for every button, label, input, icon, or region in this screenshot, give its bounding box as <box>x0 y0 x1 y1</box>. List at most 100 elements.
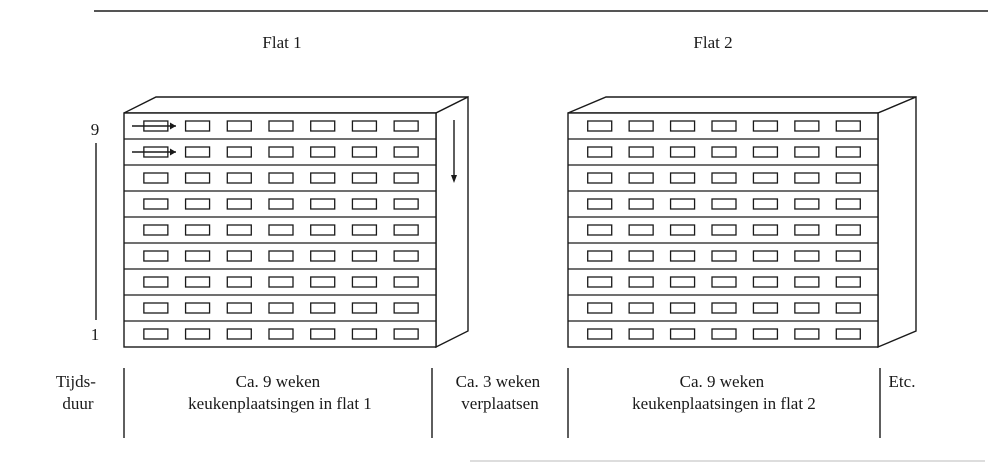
apartment-window <box>669 328 696 340</box>
apartment-window <box>711 120 737 132</box>
apartment-window <box>268 328 294 340</box>
apartment-window <box>628 224 654 236</box>
apartment-window <box>268 276 294 288</box>
apartment-window <box>143 172 169 184</box>
apartment-window <box>835 198 861 210</box>
apartment-window <box>310 250 336 262</box>
axis-bottom-label: 1 <box>91 325 100 344</box>
apartment-window <box>628 302 654 314</box>
apartment-window <box>310 328 336 340</box>
floor-6 <box>124 190 436 210</box>
apartment-window <box>310 302 336 314</box>
apartment-window <box>752 120 779 132</box>
apartment-window <box>587 172 613 184</box>
floor-2 <box>124 294 436 314</box>
apartment-window <box>184 120 211 132</box>
axis-top-label: 9 <box>91 120 100 139</box>
floor-9 <box>587 120 861 132</box>
apartment-window <box>752 198 779 210</box>
apartment-window <box>835 120 861 132</box>
apartment-window <box>351 224 378 236</box>
apartment-window <box>794 146 820 158</box>
apartment-window <box>184 198 211 210</box>
floor-1 <box>568 320 878 340</box>
apartment-window <box>669 172 696 184</box>
timeline-flat-2-kitchens: Ca. 9 weken keukenplaatsingen in flat 2 <box>632 372 816 413</box>
timeline-duration-label: Tijds- duur <box>56 372 100 413</box>
apartment-window <box>351 146 378 158</box>
apartment-window <box>351 250 378 262</box>
building-roof <box>567 96 917 114</box>
apartment-window <box>268 198 294 210</box>
apartment-window <box>393 276 419 288</box>
timeline-flat-1-kitchens: Ca. 9 weken keukenplaatsingen in flat 1 <box>188 372 372 413</box>
apartment-window <box>268 120 294 132</box>
apartment-window <box>587 198 613 210</box>
floor-7 <box>568 164 878 184</box>
apartment-window <box>226 198 252 210</box>
floor-5 <box>124 216 436 236</box>
apartment-window <box>669 302 696 314</box>
apartment-window <box>184 146 211 158</box>
apartment-window <box>226 120 252 132</box>
apartment-window <box>669 120 696 132</box>
apartment-window <box>711 328 737 340</box>
apartment-window <box>587 276 613 288</box>
apartment-window <box>587 328 613 340</box>
apartment-window <box>835 224 861 236</box>
apartment-window <box>393 302 419 314</box>
apartment-window <box>184 172 211 184</box>
apartment-window <box>143 224 169 236</box>
apartment-window <box>794 120 820 132</box>
apartment-window <box>393 328 419 340</box>
apartment-window <box>310 146 336 158</box>
apartment-window <box>393 198 419 210</box>
apartment-window <box>226 250 252 262</box>
apartment-window <box>669 146 696 158</box>
flat-1-building <box>123 95 469 349</box>
apartment-window <box>711 224 737 236</box>
flat-2-title: Flat 2 <box>693 33 732 52</box>
apartment-window <box>268 250 294 262</box>
floor-4 <box>568 242 878 262</box>
floor-6 <box>568 190 878 210</box>
apartment-window <box>268 172 294 184</box>
apartment-window <box>310 120 336 132</box>
apartment-window <box>835 250 861 262</box>
apartment-window <box>752 276 779 288</box>
floor-3 <box>124 268 436 288</box>
apartment-window <box>669 250 696 262</box>
apartment-window <box>628 198 654 210</box>
timeline-moving: Ca. 3 weken verplaatsen <box>456 372 545 413</box>
apartment-window <box>226 328 252 340</box>
timeline-etc: Etc. <box>889 372 916 391</box>
apartment-window <box>184 224 211 236</box>
apartment-window <box>835 328 861 340</box>
apartment-window <box>226 172 252 184</box>
apartment-window <box>393 120 419 132</box>
apartment-window <box>628 172 654 184</box>
apartment-window <box>794 276 820 288</box>
apartment-window <box>393 172 419 184</box>
apartment-window <box>669 276 696 288</box>
apartment-window <box>143 328 169 340</box>
apartment-window <box>752 302 779 314</box>
apartment-window <box>226 224 252 236</box>
apartment-window <box>794 224 820 236</box>
apartment-window <box>669 224 696 236</box>
apartment-window <box>587 146 613 158</box>
apartment-window <box>351 120 378 132</box>
apartment-window <box>184 276 211 288</box>
apartment-window <box>184 250 211 262</box>
apartment-window <box>711 276 737 288</box>
apartment-window <box>794 198 820 210</box>
progression-arrowhead <box>451 175 457 183</box>
apartment-window <box>628 328 654 340</box>
building-side <box>877 95 917 349</box>
apartment-window <box>393 146 419 158</box>
floor-8 <box>124 138 436 158</box>
apartment-window <box>351 276 378 288</box>
apartment-window <box>268 302 294 314</box>
apartment-window <box>268 224 294 236</box>
apartment-window <box>794 172 820 184</box>
